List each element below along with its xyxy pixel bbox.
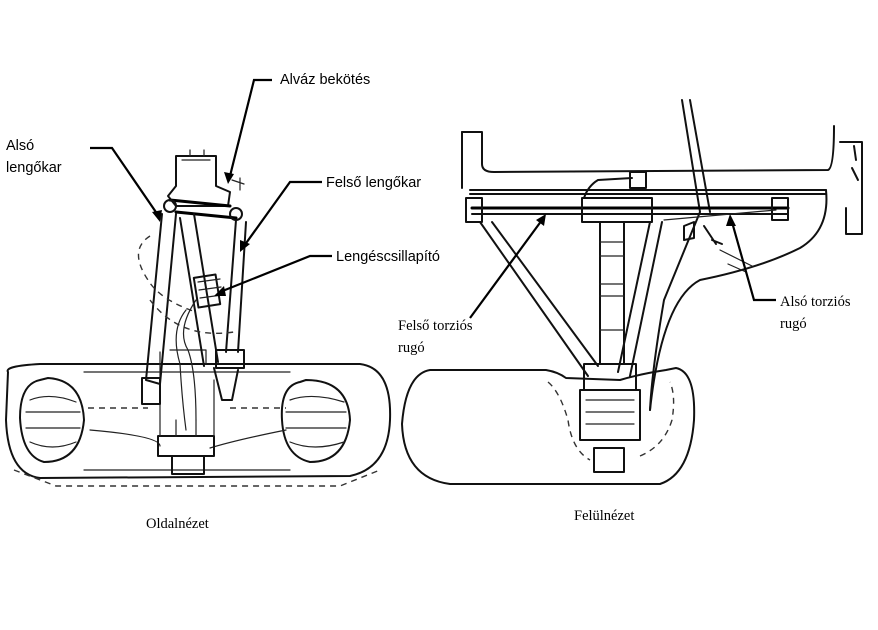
side-view-tire-dashed — [13, 469, 381, 487]
side-view-hub-bottom — [171, 455, 205, 475]
side-view-hub-details — [159, 349, 215, 437]
leader-alvaz-bekotes-arrow — [224, 172, 234, 184]
top-view-hub — [579, 363, 641, 441]
top-view-frame-rail — [469, 189, 827, 195]
label-felso-torzios-line2: rugó — [398, 340, 425, 356]
label-also-torzios-line1: Alsó torziós — [780, 294, 851, 310]
top-view-tire-outline — [401, 367, 696, 485]
side-view-drawing — [5, 149, 392, 487]
leader-alvaz-bekotes — [228, 78, 272, 177]
top-view-tire-inner — [547, 381, 675, 461]
leader-felso-lengokar — [243, 180, 322, 247]
leader-lengescsillapito-arrow — [214, 286, 226, 296]
top-view-drawing — [401, 99, 863, 485]
side-view-tread — [83, 371, 291, 471]
top-view-small-bracket — [683, 221, 723, 245]
label-felso-lengokar: Felső lengőkar — [326, 175, 421, 191]
side-view-dashed-arc — [137, 235, 235, 334]
callout-labels: Alsó lengőkar Alváz bekötés Felső lengők… — [6, 72, 851, 356]
top-view-center-column-bands — [599, 241, 625, 331]
side-view-wheel-right — [280, 379, 351, 463]
leader-lines — [90, 78, 776, 319]
side-view-upper-arm — [168, 198, 238, 220]
label-also-lengokar-line2: lengőkar — [6, 160, 62, 176]
top-view-curved-panel — [649, 189, 828, 411]
leader-also-lengokar — [90, 146, 161, 219]
top-view-hose-valve — [629, 171, 647, 189]
label-alvaz-bekotes: Alváz bekötés — [280, 72, 370, 88]
side-view-hub — [157, 435, 215, 457]
top-view-center-block — [581, 197, 653, 223]
side-view-shock-body — [192, 273, 222, 309]
top-view-upper-torsion-end-right — [771, 197, 789, 221]
label-also-torzios-line2: rugó — [780, 316, 807, 332]
leader-felso-torzios — [469, 219, 543, 319]
side-view-tire-outline — [5, 363, 392, 479]
side-view-upper-arm-pivot-left — [163, 199, 177, 213]
label-also-lengokar-line1: Alsó — [6, 138, 34, 154]
side-view-wheel-left — [19, 377, 85, 463]
side-view-lower-arm — [145, 213, 177, 385]
top-view-center-column — [599, 221, 625, 365]
top-view-lower-torsion-bar — [663, 209, 777, 221]
top-view-lower-arm-left — [479, 221, 599, 377]
leader-also-torzios-arrow — [726, 214, 736, 226]
view-titles: Oldalnézet Felülnézet — [146, 508, 634, 532]
side-view-wheel-left-inner — [25, 395, 81, 448]
top-view-hub-bottom — [593, 447, 625, 473]
side-view-chassis-block — [167, 155, 231, 207]
side-view-shock-absorber — [179, 213, 219, 367]
side-view-right-knuckle-detail — [213, 367, 239, 401]
leader-felso-torzios-arrow — [536, 214, 546, 226]
view-title-top: Felülnézet — [574, 508, 634, 524]
leader-also-lengokar-arrow — [152, 210, 162, 222]
top-view-brace — [719, 249, 753, 273]
leader-felso-lengokar-arrow — [240, 240, 250, 252]
top-view-hose — [583, 177, 633, 199]
top-view-chassis-right-frame — [839, 141, 863, 235]
top-view-chassis-outline — [461, 125, 835, 173]
side-view-cable — [175, 299, 197, 431]
side-view-chassis-block-detail — [181, 149, 245, 191]
top-view-hub-detail — [585, 399, 635, 425]
view-title-side: Oldalnézet — [146, 516, 209, 532]
side-view-lower-arm-end — [141, 377, 161, 405]
side-view-right-knuckle — [215, 349, 245, 369]
top-view-upper-torsion-end-left — [465, 197, 483, 223]
leader-lengescsillapito — [219, 254, 332, 294]
leader-also-torzios — [730, 221, 776, 302]
side-view-wheel-right-inner — [285, 395, 347, 448]
label-lengescsillapito: Lengéscsillapító — [336, 249, 440, 265]
label-felso-torzios-line1: Felső torziós — [398, 318, 473, 334]
top-view-vertical-strut — [649, 99, 711, 411]
